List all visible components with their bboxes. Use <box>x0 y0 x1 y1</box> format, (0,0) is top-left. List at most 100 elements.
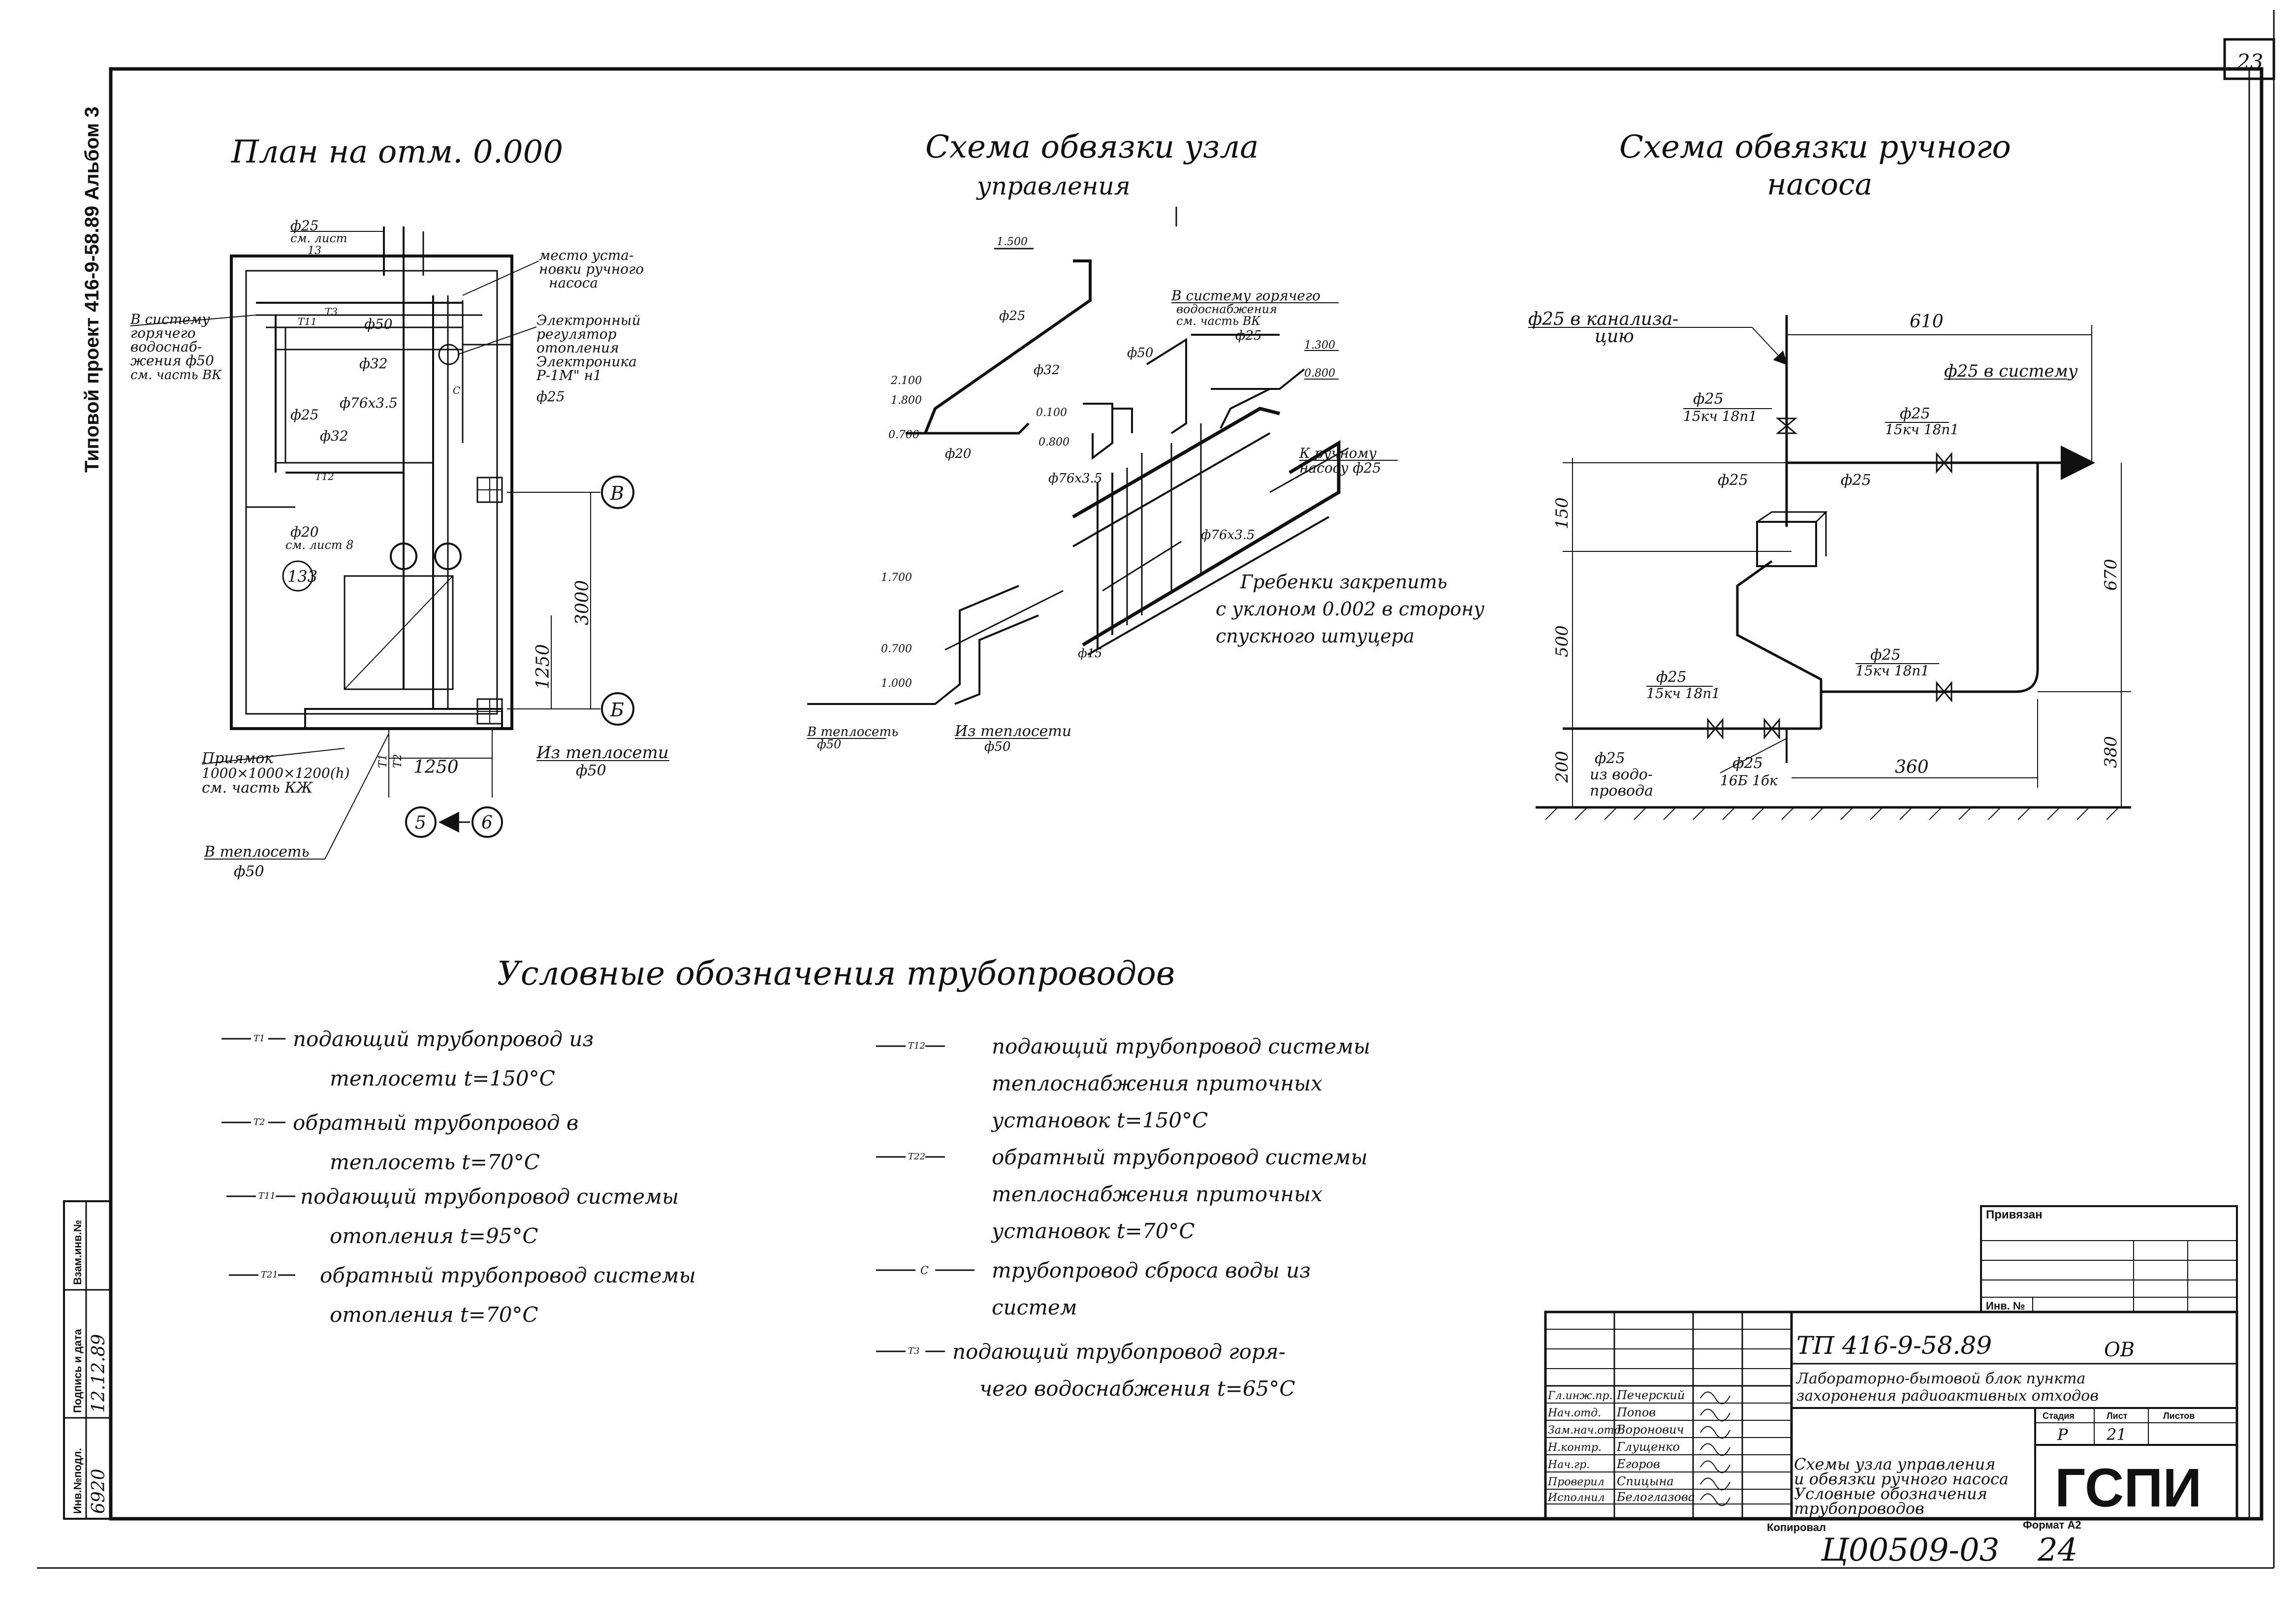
legend-text: теплоснабжения приточных <box>992 1071 1322 1095</box>
pump-v4-t: 15кч 18п1 <box>1646 685 1720 702</box>
control-note-3: спускного штуцера <box>1216 625 1415 647</box>
legend-text: трубопровод сброса воды из <box>992 1258 1311 1282</box>
pump-to-system: ф25 в систему <box>1944 361 2078 381</box>
pump-dim-610: 610 <box>1910 312 1944 332</box>
title-block: Привязан Инв. № ТП 416-9-58.89 ОВ Лабора… <box>1544 1205 2238 1568</box>
sheet-header: Лист <box>2107 1411 2128 1421</box>
legend-text: обратный трубопровод в <box>293 1111 578 1135</box>
person-name: Воронович <box>1616 1423 1684 1437</box>
doc-mark: ОВ <box>2104 1339 2135 1361</box>
axis-5-label: 5 <box>415 813 426 833</box>
side-label-vzam: Взам.инв.№ <box>71 1220 84 1285</box>
pump-sewer-1: ф25 в канализа- <box>1528 309 1678 329</box>
pump-v4-d: ф25 <box>1656 669 1687 686</box>
plan-to-heat: В теплосеть <box>204 843 310 861</box>
pump-v1-d: ф25 <box>1693 390 1724 408</box>
pump-dim-360: 360 <box>1895 757 1929 777</box>
legend-text: установок t=150°С <box>991 1108 1208 1132</box>
dim-3000: 3000 <box>572 580 593 625</box>
plan-hot-water-5: см. часть ВК <box>130 368 222 383</box>
control-hot-1: В систему горячего <box>1171 288 1321 304</box>
control-note-2: с уклоном 0.002 в сторону <box>1216 598 1484 620</box>
axis-b-label: Б <box>610 699 624 721</box>
control-el-0800-a: 0.800 <box>1038 436 1069 448</box>
axis-b-bubble <box>601 692 634 726</box>
room-tag <box>282 560 314 592</box>
control-el-0700-a: 0.700 <box>888 429 919 441</box>
org-logo: ГСПИ <box>2055 1458 2202 1518</box>
pump-d25-d: ф25 <box>1841 472 1871 489</box>
control-d25: ф25 <box>999 309 1025 323</box>
control-from-heat: Из теплосети <box>954 723 1071 740</box>
sheet-desc-4: трубопроводов <box>1794 1499 1924 1518</box>
plan-view: План на отм. 0.000 <box>130 134 669 880</box>
pump-v2-t: 15кч 18п1 <box>1885 421 1959 438</box>
legend-text: теплосети t=150°С <box>330 1066 555 1090</box>
legend-code: Т2 <box>253 1117 265 1127</box>
plan-regulator-4: Электроника <box>536 353 637 370</box>
legend-code: Т21 <box>261 1270 278 1280</box>
control-el-1300: 1.300 <box>1304 339 1335 352</box>
plan-d25-reg: ф25 <box>536 388 565 405</box>
plan-regulator-2: регулятор <box>536 326 617 342</box>
plan-d32-a: ф32 <box>359 355 388 372</box>
legend-text: подающий трубопровод из <box>293 1027 594 1051</box>
person-name: Егоров <box>1616 1457 1660 1471</box>
legend-item-t11: Т11 подающий трубопровод системы отоплен… <box>226 1184 679 1248</box>
bottom-number: 24 <box>2037 1532 2077 1568</box>
axis-v-bubble <box>601 476 634 509</box>
person-name: Спицына <box>1617 1474 1674 1488</box>
person-name: Глущенко <box>1616 1440 1680 1454</box>
role-label: Нач.гр. <box>1547 1459 1590 1471</box>
pump-water-2: из водо- <box>1590 766 1653 783</box>
regulator <box>438 344 460 365</box>
control-d76-a: ф76х3.5 <box>1048 471 1102 486</box>
axis-v-label: В <box>610 482 624 504</box>
signatures <box>1700 1391 1730 1506</box>
plan-d20-note: см. лист 8 <box>285 538 353 552</box>
plan-d32-b: ф32 <box>320 428 348 444</box>
pump-v5-t: 16Б 1бк <box>1720 772 1778 789</box>
pump-v3-d: ф25 <box>1870 646 1901 664</box>
side-inv-number: 6920 <box>89 1469 109 1514</box>
role-label: Н.контр. <box>1547 1441 1602 1454</box>
control-to-heat-d: ф50 <box>817 737 841 751</box>
legend-code: Т3 <box>908 1346 919 1356</box>
pump-d25-c: ф25 <box>1718 472 1748 489</box>
plan-t3: Т3 <box>325 306 338 318</box>
legend-code: Т22 <box>908 1151 925 1162</box>
format-label: Формат А2 <box>2023 1519 2081 1531</box>
valve-1 <box>1775 417 1798 434</box>
pump-sewer-2: цию <box>1595 326 1634 347</box>
plan-pump-place-1: место уста- <box>539 247 633 263</box>
control-title-1: Схема обвязки узла <box>925 129 1258 165</box>
plan-to-heat-d: ф50 <box>234 863 264 880</box>
plan-regulator-3: отопления <box>536 340 619 356</box>
sheet-number-box <box>2223 38 2275 80</box>
legend-item-t22: Т22 обратный трубопровод системы теплосн… <box>876 1145 1368 1243</box>
pump-dim-670: 670 <box>2101 559 2121 591</box>
project-code: ТП 416-9-58.89 <box>1796 1331 1992 1360</box>
plan-t11: Т11 <box>298 316 317 327</box>
control-from-heat-d: ф50 <box>984 739 1010 754</box>
valve-3 <box>1936 680 1952 703</box>
plan-d50: ф50 <box>364 316 393 332</box>
plan-hot-water-3: водоснаб- <box>130 339 202 355</box>
legend-text: отопления t=70°С <box>330 1303 538 1327</box>
control-el-1700: 1.700 <box>881 572 912 584</box>
sheet-desc-1: Схемы узла управления <box>1794 1455 1995 1473</box>
pump-v5-d: ф25 <box>1732 755 1763 772</box>
legend-text: теплосеть t=70°С <box>330 1150 540 1174</box>
plan-pit-3: см. часть КЖ <box>202 779 314 797</box>
room-number: 133 <box>287 567 317 586</box>
role-label: Зам.нач.отд. <box>1548 1424 1624 1437</box>
control-el-2100: 2.100 <box>890 375 922 387</box>
axis-6-bubble <box>472 806 503 838</box>
control-el-1500: 1.500 <box>997 236 1028 248</box>
plan-d25-b: ф25 <box>290 407 319 423</box>
control-el-1800-a: 1.800 <box>891 394 922 407</box>
legend-code: Т1 <box>253 1033 265 1044</box>
pump-v3-t: 15кч 18п1 <box>1856 663 1929 679</box>
legend-text: чего водоснабжения t=65°С <box>979 1376 1295 1401</box>
pump-b <box>434 543 462 570</box>
